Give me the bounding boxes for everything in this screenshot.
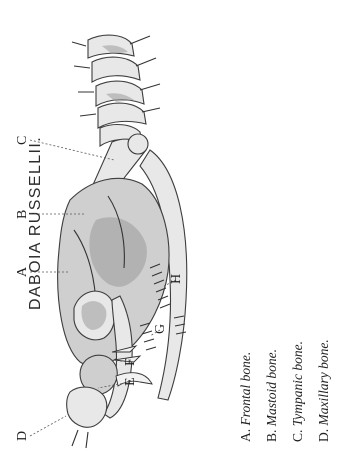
label-g: G xyxy=(153,324,168,334)
vertebrae xyxy=(72,35,160,146)
legend-key-c: C. xyxy=(290,430,305,442)
label-a: A xyxy=(15,266,30,277)
label-d: D xyxy=(15,431,30,441)
label-e: E xyxy=(123,377,138,386)
legend-text-a: Frontal bone. xyxy=(238,352,253,427)
legend: A. Frontal bone. B. Mastoid bone. C. Tym… xyxy=(238,339,331,442)
legend-text-b: Mastoid bone. xyxy=(264,349,279,427)
legend-item-a: A. Frontal bone. xyxy=(238,352,253,442)
legend-key-b: B. xyxy=(264,430,279,442)
snout-shape xyxy=(67,387,107,427)
label-b: B xyxy=(15,210,30,219)
plate-title: DABOIA RUSSELLII. xyxy=(27,136,44,310)
legend-item-d: D. Maxillary bone. xyxy=(316,339,331,442)
label-c: C xyxy=(15,136,30,145)
legend-key-a: A. xyxy=(238,429,253,442)
label-f: F xyxy=(123,358,138,366)
legend-key-d: D. xyxy=(316,429,331,442)
legend-text-d: Maxillary bone. xyxy=(316,339,331,426)
legend-item-b: B. Mastoid bone. xyxy=(264,349,279,442)
label-h: H xyxy=(169,274,184,284)
legend-item-c: C. Tympanic bone. xyxy=(290,341,305,442)
legend-text-c: Tympanic bone. xyxy=(290,341,305,426)
